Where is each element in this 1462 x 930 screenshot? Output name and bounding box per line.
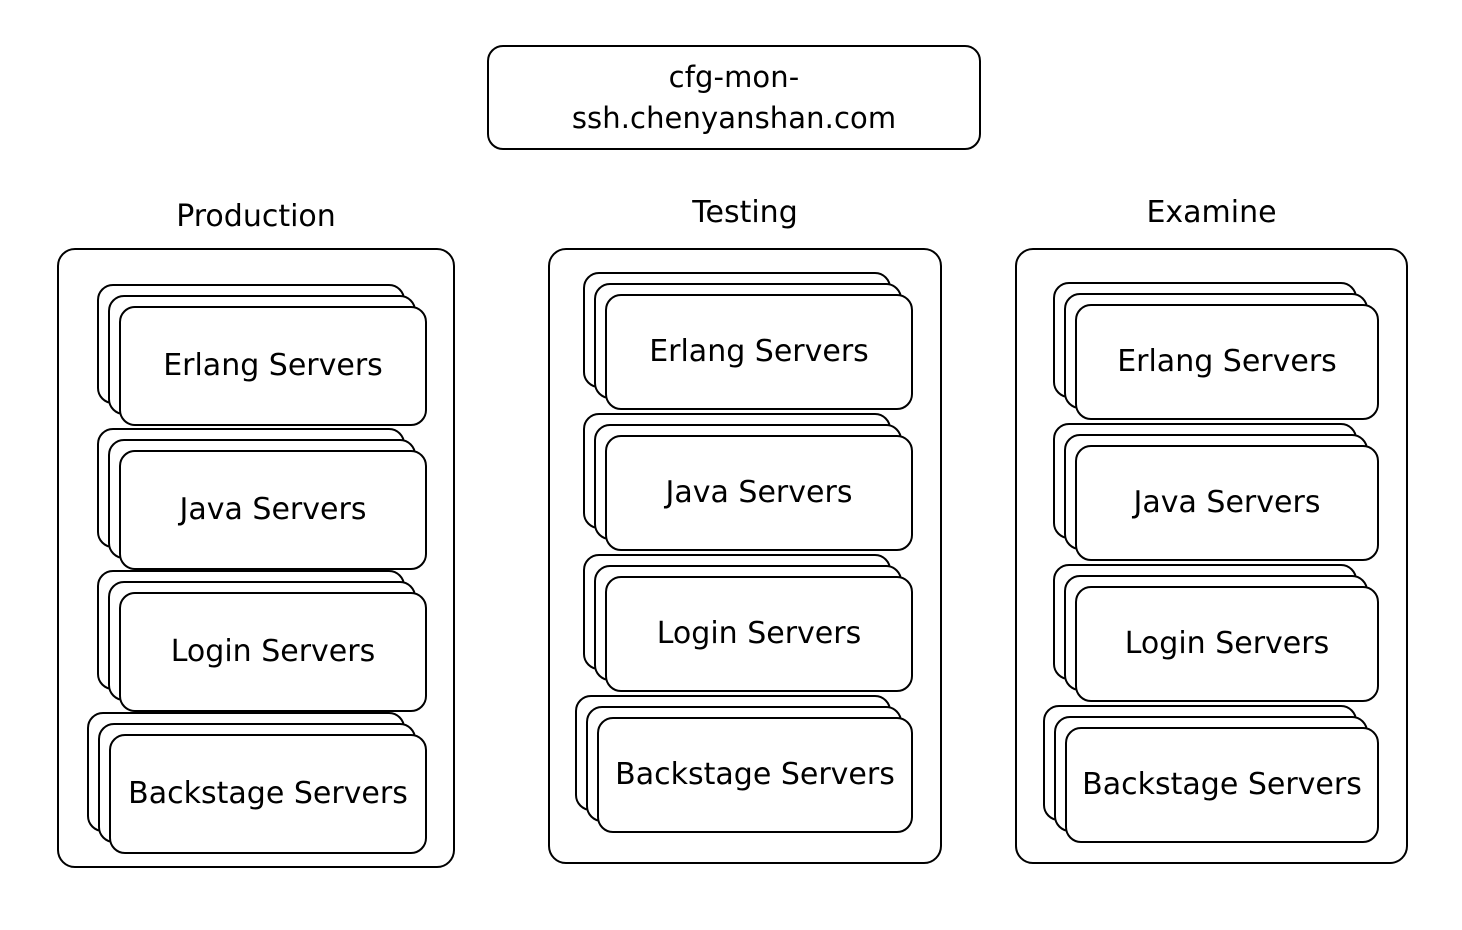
card-label: Login Servers	[656, 616, 862, 651]
card-label: Java Servers	[179, 492, 367, 527]
host-title-box: cfg-mon- ssh.chenyanshan.com	[487, 45, 981, 150]
column-header-examine: Examine	[1146, 195, 1277, 230]
card-label: Backstage Servers	[128, 776, 408, 811]
stack-card-front[interactable]: Login Servers	[1075, 586, 1379, 702]
card-label: Login Servers	[1124, 626, 1330, 661]
card-stack-erlang-servers[interactable]: Erlang Servers	[1053, 282, 1379, 420]
stack-card-front[interactable]: Login Servers	[119, 592, 427, 712]
card-stack-backstage-servers[interactable]: Backstage Servers	[1043, 705, 1379, 843]
stack-card-front[interactable]: Java Servers	[1075, 445, 1379, 561]
card-stack-login-servers[interactable]: Login Servers	[97, 570, 427, 712]
host-title-text: cfg-mon- ssh.chenyanshan.com	[571, 59, 897, 135]
card-label: Backstage Servers	[615, 757, 895, 792]
column-box-production: Erlang Servers Java Servers Login Server…	[57, 248, 455, 868]
card-stack-java-servers[interactable]: Java Servers	[583, 413, 913, 551]
stack-card-front[interactable]: Erlang Servers	[605, 294, 913, 410]
stack-card-front[interactable]: Java Servers	[605, 435, 913, 551]
column-header-testing: Testing	[692, 195, 798, 230]
card-stack-backstage-servers[interactable]: Backstage Servers	[87, 712, 427, 854]
card-stack-login-servers[interactable]: Login Servers	[1053, 564, 1379, 702]
column-box-examine: Erlang Servers Java Servers Login Server…	[1015, 248, 1408, 864]
card-stack-login-servers[interactable]: Login Servers	[583, 554, 913, 692]
card-stack-backstage-servers[interactable]: Backstage Servers	[575, 695, 913, 833]
card-label: Backstage Servers	[1082, 767, 1362, 802]
card-label: Erlang Servers	[649, 334, 869, 369]
card-stack-java-servers[interactable]: Java Servers	[1053, 423, 1379, 561]
card-label: Java Servers	[665, 475, 853, 510]
stack-card-front[interactable]: Backstage Servers	[597, 717, 913, 833]
stack-card-front[interactable]: Erlang Servers	[1075, 304, 1379, 420]
stack-card-front[interactable]: Backstage Servers	[1065, 727, 1379, 843]
stack-card-front[interactable]: Login Servers	[605, 576, 913, 692]
stack-card-front[interactable]: Backstage Servers	[109, 734, 427, 854]
column-header-production: Production	[176, 199, 336, 234]
card-label: Erlang Servers	[163, 348, 383, 383]
card-stack-java-servers[interactable]: Java Servers	[97, 428, 427, 570]
card-label: Java Servers	[1133, 485, 1321, 520]
card-stack-erlang-servers[interactable]: Erlang Servers	[583, 272, 913, 410]
column-box-testing: Erlang Servers Java Servers Login Server…	[548, 248, 942, 864]
stack-card-front[interactable]: Erlang Servers	[119, 306, 427, 426]
card-label: Login Servers	[170, 634, 376, 669]
stack-card-front[interactable]: Java Servers	[119, 450, 427, 570]
card-stack-erlang-servers[interactable]: Erlang Servers	[97, 284, 427, 426]
card-label: Erlang Servers	[1117, 344, 1337, 379]
